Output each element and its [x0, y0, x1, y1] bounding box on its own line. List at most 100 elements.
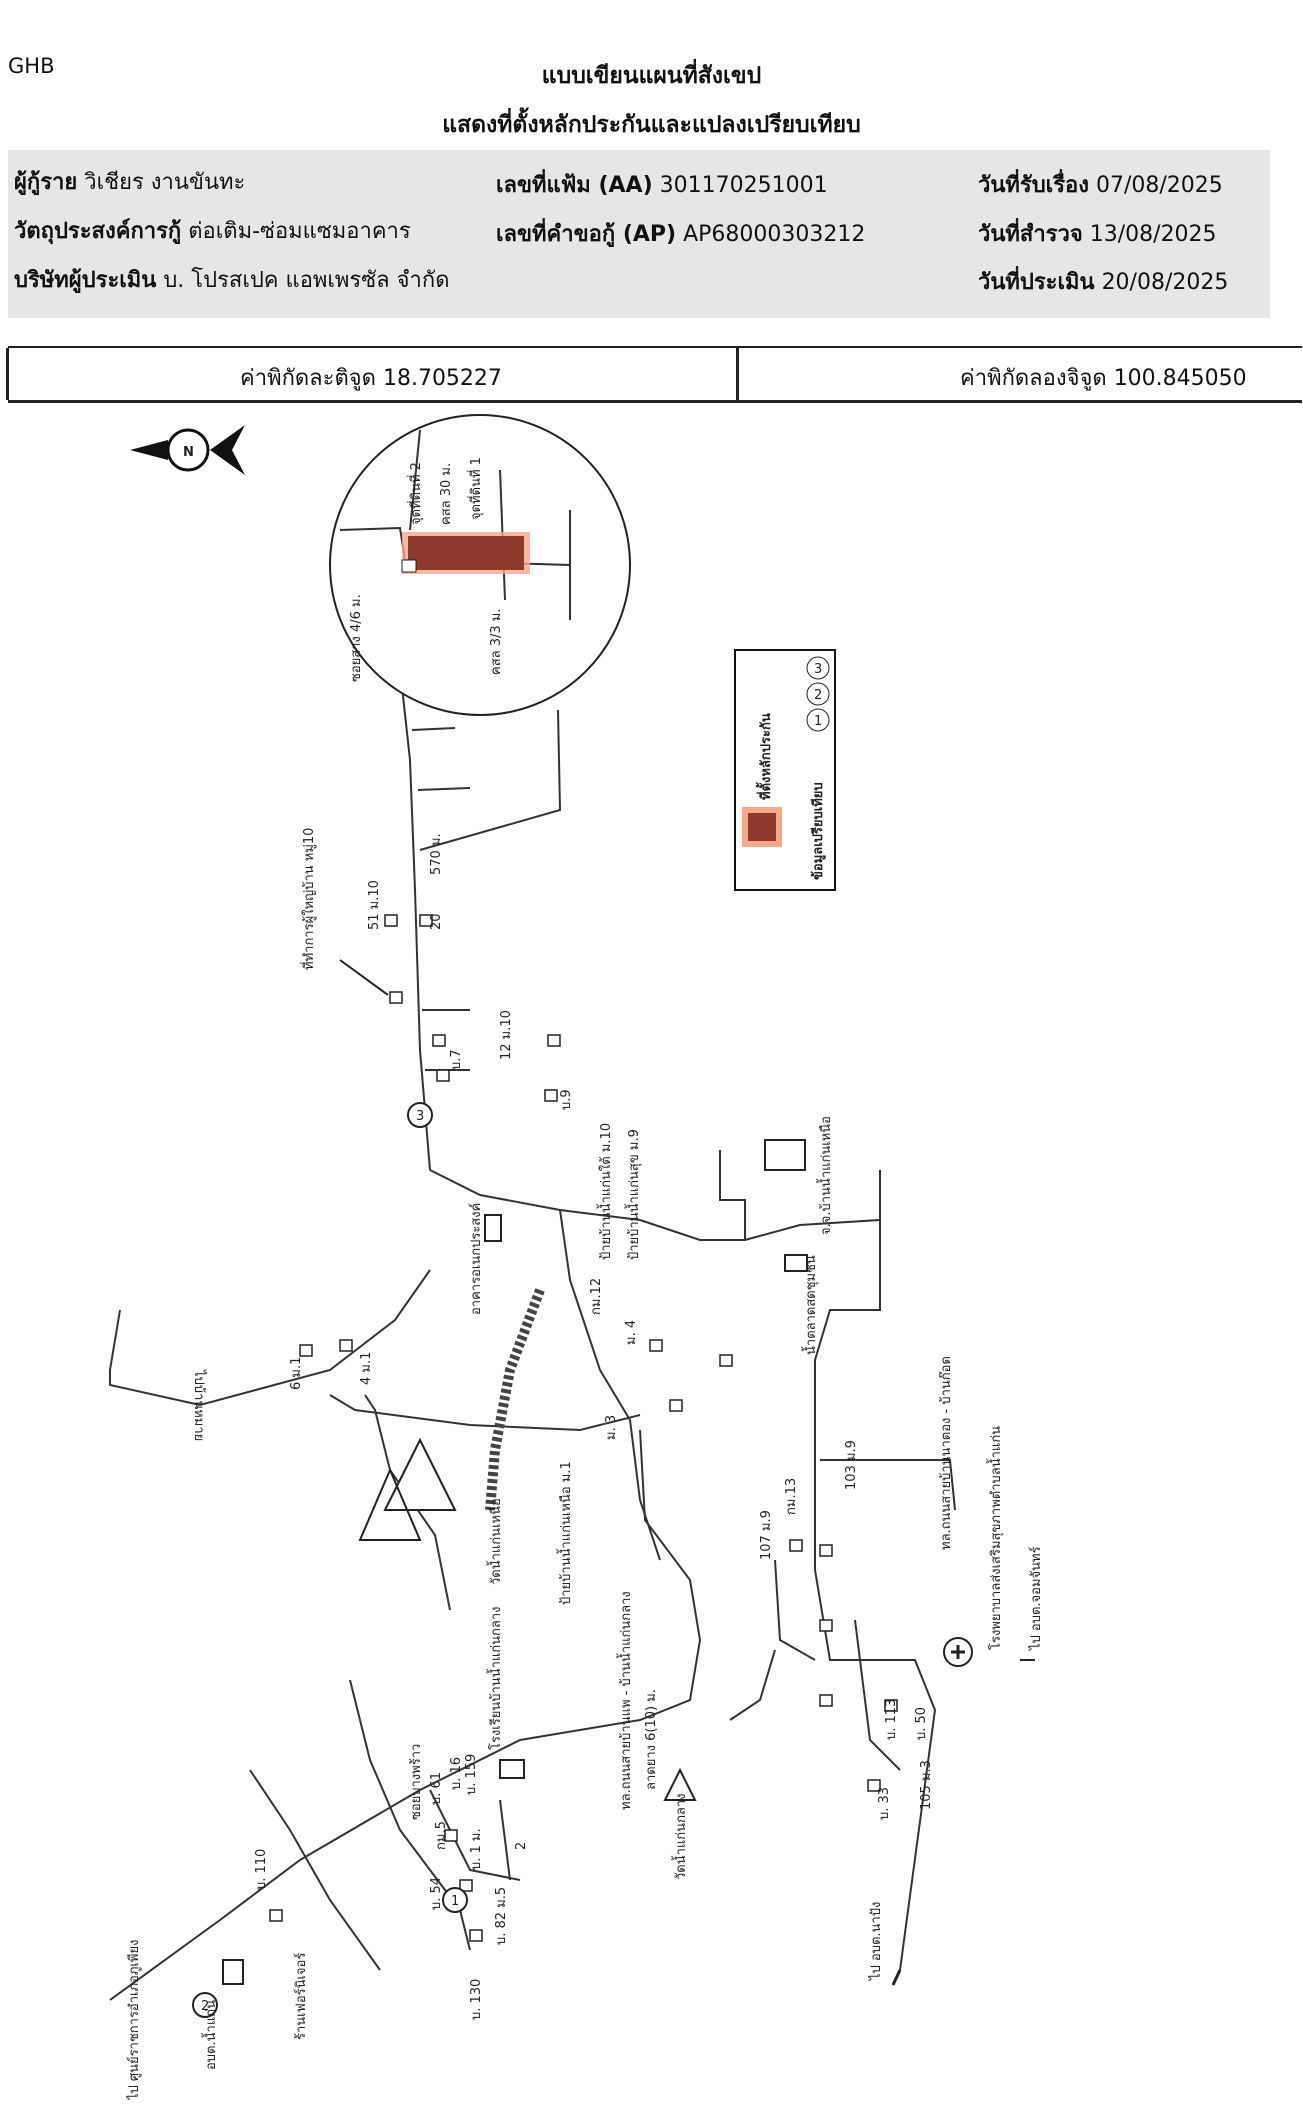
ghb-logo-text: GHB — [8, 54, 55, 78]
label-h61: บ. 61 — [429, 1772, 444, 1805]
tambon-office-icon — [222, 1959, 244, 1985]
received-value: 07/08/2025 — [1095, 173, 1223, 198]
legend-collateral: ที่ตั้งหลักประกัน — [755, 713, 774, 800]
house-icons — [269, 914, 898, 1942]
latitude-value: 18.705227 — [382, 366, 502, 391]
label-to-left: ไปบ้านหมาย — [191, 1369, 207, 1441]
marker-1 — [442, 1887, 468, 1913]
request-value: AP68000303212 — [683, 222, 866, 247]
label-wat-n: วัดน้ำแก่นเหนือ — [486, 1498, 504, 1585]
borrower-label: ผู้กู้ราย — [14, 170, 78, 195]
label-h159: บ. 159 — [464, 1754, 479, 1795]
label-to-hospital: ไป อบต.จอมจันทร์ — [1028, 1546, 1044, 1651]
label-km13: กม.13 — [784, 1478, 799, 1515]
inset-house-icon — [401, 559, 417, 573]
house-icon — [444, 1829, 458, 1842]
label-shop: ร้านเฟอร์นิเจอร์ — [293, 1953, 309, 2040]
label-h130: บ. 130 — [469, 1979, 484, 2020]
hospital-icon — [943, 1637, 973, 1667]
house-icon — [419, 914, 433, 927]
label-sign-c: ป้ายบ้านน้ำแก่นเหนือ ม.1 — [556, 1461, 574, 1605]
received-row: วันที่รับเรื่อง 07/08/2025 — [978, 167, 1223, 202]
house-icon — [469, 1929, 483, 1942]
label-h113: บ. 113 — [884, 1699, 899, 1740]
label-h103: 103 ม.9 — [844, 1440, 859, 1490]
location-map: N ที่ตั้งหลักประกัน ข้อมูลเปรียบเทียบ 1 … — [109, 414, 1044, 2100]
label-h105: 105 ม.3 — [919, 1760, 934, 1810]
latitude-label: ค่าพิกัดละติจูด — [240, 366, 376, 391]
house-icon — [789, 1539, 803, 1552]
compass-n: N — [183, 445, 194, 460]
inset-pt2: จุดที่ดินที่ 2 — [407, 462, 424, 525]
legend-num-3: 3 — [814, 662, 822, 677]
house-icon — [339, 1339, 353, 1352]
label-soi: ซอยบางพร้าว — [409, 1744, 424, 1820]
purpose-value: ต่อเติม-ซ่อมแซมอาคาร — [188, 219, 411, 244]
road-branches-north — [411, 709, 562, 1071]
label-h12: 12 ม.10 — [499, 1010, 514, 1060]
appraisal-label: วันที่ประเมิน — [978, 270, 1095, 295]
label-570m: 570 ม. — [429, 833, 444, 875]
label-wat-c: วัดน้ำแก่นกลาง — [671, 1793, 689, 1880]
survey-label: วันที่สำรวจ — [978, 222, 1083, 247]
label-sign-b: ป้ายบ้านน้ำแก่นสุข ม.9 — [624, 1129, 642, 1260]
road-sw2 — [249, 1769, 381, 1971]
road-se — [854, 1619, 901, 1771]
label-h4: 4 ม.1 — [359, 1352, 374, 1385]
house-icon — [719, 1354, 733, 1367]
label-h54: บ. 54 — [429, 1877, 444, 1910]
label-ban4: ม. 4 — [624, 1320, 639, 1345]
marker-3-label: 3 — [416, 1109, 424, 1124]
road-market — [559, 1209, 661, 1561]
info-panel: ผู้กู้ราย วิเชียร งานขันทะ วัตถุประสงค์ก… — [8, 150, 1270, 318]
house-icon — [459, 1879, 473, 1892]
headman-arrow — [339, 959, 389, 996]
inset-road-label: ซอยสาง 4/6 ม. — [349, 594, 364, 682]
appraisal-value: 20/08/2025 — [1101, 270, 1229, 295]
label-km5: กม.5 — [434, 1821, 449, 1850]
label-road-r: ทล.ถนนสายบ้านนาตอง - บ้านก๊อด — [939, 1356, 954, 1550]
house-icon — [547, 1034, 561, 1047]
label-h107: 107 ม.9 — [759, 1510, 774, 1560]
map-labels: ซอยสาง 4/6 ม. จุดที่ดินที่ 2 จุดที่ดินที… — [126, 457, 1044, 2100]
road-south-branch — [729, 1559, 816, 1721]
label-h33: บ. 33 — [877, 1787, 892, 1820]
coord-divider-left — [6, 348, 9, 400]
house-icon — [544, 1089, 558, 1102]
label-school: โรงเรียนบ้านน้ำแก่นกลาง — [486, 1607, 504, 1751]
legend-num-2: 2 — [814, 688, 822, 703]
label-ban3: ม. 3 — [604, 1415, 619, 1440]
appraisal-row: วันที่ประเมิน 20/08/2025 — [978, 264, 1228, 299]
school-icon — [764, 1139, 806, 1171]
label-h20: 20 — [429, 913, 444, 930]
comparison-markers: 3 1 2 — [192, 1102, 468, 2018]
road-south — [109, 1429, 702, 2001]
label-to-bottom: ไป อบต.นาปัง — [868, 1902, 884, 1981]
inset-pt1: จุดที่ดินที่ 1 — [467, 457, 484, 520]
compass-icon: N — [130, 425, 245, 475]
legend-circle-1 — [806, 708, 830, 732]
house-icon — [867, 1779, 881, 1792]
label-h1m1: บ. 1 ม. — [469, 1828, 484, 1870]
legend-swatch — [742, 807, 782, 847]
temple-icon-center — [663, 1767, 697, 1801]
house-icon — [884, 1699, 898, 1712]
survey-row: วันที่สำรวจ 13/08/2025 — [978, 216, 1217, 251]
house-icon — [389, 991, 403, 1004]
legend-num-1: 1 — [814, 714, 822, 729]
label-h150: บ. 50 — [914, 1707, 929, 1740]
borrower-value: วิเชียร งานขันทะ — [84, 170, 246, 195]
inset-road-30m: คสล 30 ม. — [439, 463, 454, 525]
marker-1-label: 1 — [451, 1894, 459, 1909]
label-road-main2: ลาดยาง 6(10) ม. — [644, 1689, 659, 1790]
road-sw1 — [349, 1679, 471, 1951]
latitude: ค่าพิกัดละติจูด 18.705227 — [240, 360, 502, 395]
request-row: เลขที่คำขอกู้ (AP) AP68000303212 — [496, 216, 865, 251]
map-roads — [109, 564, 956, 2001]
borrower-row: ผู้กู้ราย วิเชียร งานขันทะ — [14, 164, 245, 199]
legend-comparison: ข้อมูลเปรียบเทียบ — [810, 782, 826, 880]
house-icon — [819, 1544, 833, 1557]
label-temple-n: จ.จ.บ้านน้ำแก่นเหนือ — [816, 1116, 834, 1235]
company-row: บริษัทผู้ประเมิน บ. โปรสเปค แอพเพรซัล จำ… — [14, 262, 450, 297]
legend-circle-3 — [806, 656, 830, 680]
